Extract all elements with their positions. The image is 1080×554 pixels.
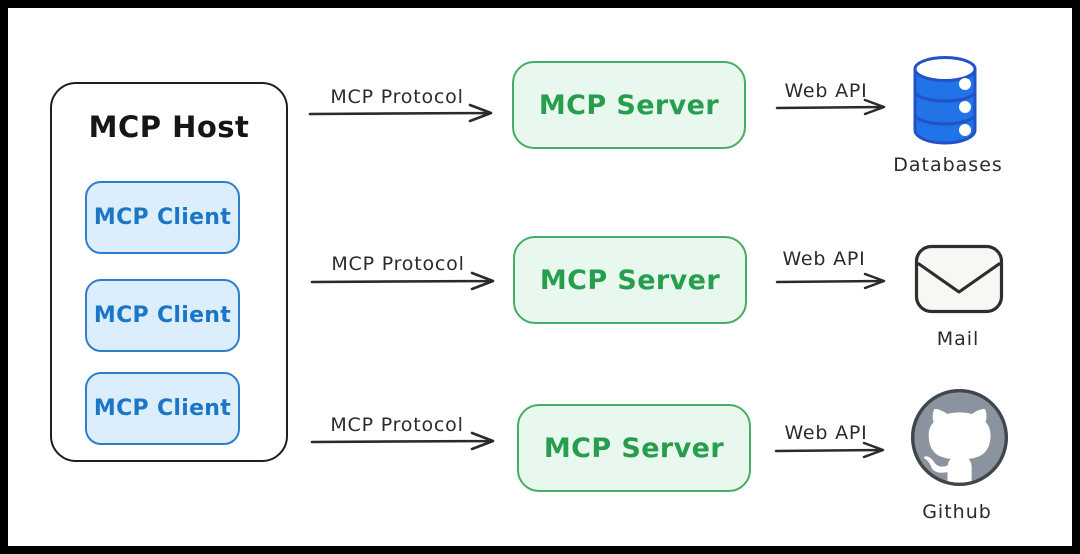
web-api-arrow-label: Web API [784,80,868,102]
mcp-server-label: MCP Server [538,89,720,121]
web-api-arrow-label: Web API [782,248,866,270]
protocol-arrow [310,271,495,291]
mcp-client-box: MCP Client [85,372,240,445]
mcp-client-label: MCP Client [93,303,232,328]
database-icon [913,56,977,145]
diagram-canvas: MCP Host MCP Client MCP Client MCP Clien… [8,8,1072,546]
mcp-server-label: MCP Server [543,432,725,464]
mcp-client-box: MCP Client [85,181,240,254]
mcp-host-box: MCP Host MCP Client MCP Client MCP Clien… [50,82,288,462]
mcp-client-label: MCP Client [93,205,232,230]
web-api-arrow [774,441,885,459]
web-api-arrow [775,272,886,290]
database-caption: Databases [893,154,1003,176]
protocol-arrow-label: MCP Protocol [330,86,464,108]
mail-caption: Mail [936,328,980,350]
mcp-server-box: MCP Server [517,404,751,492]
mcp-server-label: MCP Server [539,264,721,296]
mcp-server-box: MCP Server [512,61,746,149]
protocol-arrow [310,431,495,451]
github-caption: Github [922,501,992,523]
mcp-client-label: MCP Client [93,396,232,421]
web-api-arrow [775,98,886,116]
protocol-arrow-label: MCP Protocol [330,414,464,436]
mcp-server-box: MCP Server [513,236,747,324]
mail-icon [914,244,1004,314]
github-icon [911,389,1008,486]
web-api-arrow-label: Web API [784,422,868,444]
protocol-arrow-label: MCP Protocol [331,253,465,275]
mcp-host-title: MCP Host [88,110,250,144]
mcp-client-box: MCP Client [85,279,240,352]
protocol-arrow [308,103,493,123]
